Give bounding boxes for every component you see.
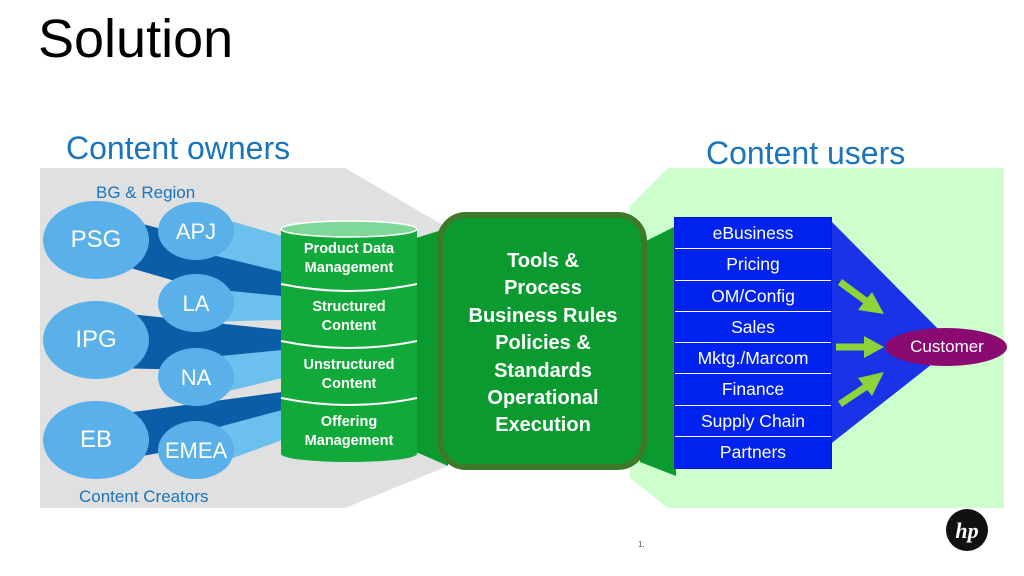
svg-text:hp: hp bbox=[955, 518, 978, 543]
slide-footnote: 1. bbox=[638, 540, 645, 549]
bubble-label-eb: EB bbox=[79, 426, 112, 453]
slide-title: Solution bbox=[38, 9, 234, 69]
connector-right bbox=[640, 226, 676, 476]
bubble-label-ipg: IPG bbox=[75, 326, 117, 353]
bubble-psg bbox=[43, 201, 149, 279]
center-tools-text: Tools & Process Business Rules Policies … bbox=[468, 250, 618, 437]
content-users-list: eBusiness Pricing OM/Config Sales Mktg./… bbox=[674, 217, 832, 470]
users-item-om-config: OM/Config bbox=[675, 280, 831, 312]
users-item-finance: Finance bbox=[675, 374, 831, 406]
bubble-eb bbox=[43, 401, 149, 479]
arrow-icon-bottom bbox=[838, 372, 884, 407]
arrow-icon-middle bbox=[836, 336, 884, 358]
users-item-mktg-marcom: Mktg./Marcom bbox=[675, 343, 831, 375]
users-item-sales: Sales bbox=[675, 311, 831, 344]
users-item-supply-chain: Supply Chain bbox=[675, 405, 831, 438]
users-item-pricing: Pricing bbox=[675, 249, 831, 281]
bubble-ipg bbox=[43, 301, 149, 379]
bubble-la bbox=[158, 274, 234, 332]
customer-label: Customer bbox=[910, 337, 984, 356]
bubble-label-la: LA bbox=[182, 291, 210, 316]
users-item-ebusiness: eBusiness bbox=[675, 218, 831, 250]
center-box bbox=[437, 212, 647, 470]
arrow-icon-top bbox=[837, 279, 884, 314]
customer-ellipse bbox=[885, 328, 1007, 366]
bubble-label-apj: APJ bbox=[175, 219, 217, 244]
bubble-label-emea: EMEA bbox=[164, 438, 228, 463]
bubble-label-na: NA bbox=[180, 365, 212, 390]
content-owners-heading: Content owners bbox=[66, 130, 291, 166]
bubble-label-psg: PSG bbox=[70, 226, 122, 253]
band-psg bbox=[110, 215, 282, 312]
bubble-emea bbox=[158, 421, 234, 479]
content-creators-label: Content Creators bbox=[79, 487, 209, 506]
bg-region-label: BG & Region bbox=[96, 183, 196, 202]
cylinder-stack bbox=[280, 220, 418, 462]
hp-logo: hp bbox=[946, 509, 988, 551]
bubble-na bbox=[158, 348, 234, 406]
bubble-apj bbox=[158, 202, 234, 260]
users-item-partners: Partners bbox=[675, 437, 831, 469]
content-users-heading: Content users bbox=[706, 135, 906, 171]
